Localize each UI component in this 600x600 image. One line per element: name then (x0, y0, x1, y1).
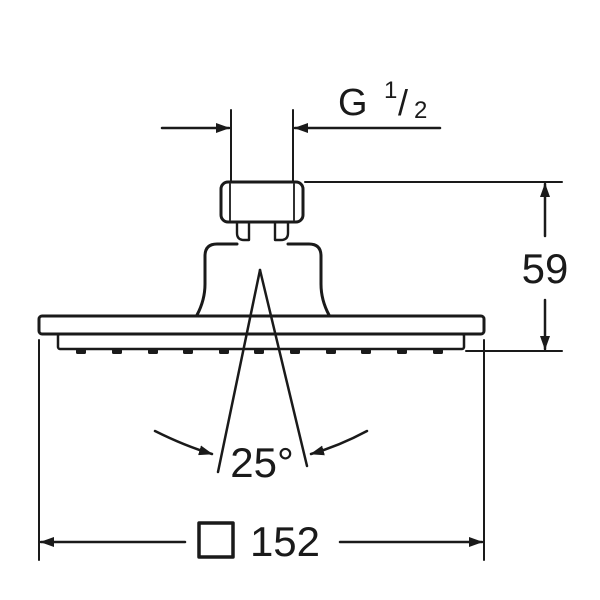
connector-nut (219, 180, 305, 224)
nozzle (219, 349, 229, 354)
spray-nozzles (76, 349, 443, 354)
nozzle (76, 349, 86, 354)
nozzle (397, 349, 407, 354)
connector-neck (235, 220, 290, 242)
thread-prefix: G (338, 82, 368, 124)
nozzle (148, 349, 158, 354)
spray-angle-lines (153, 268, 369, 474)
height-value: 59 (522, 245, 569, 292)
width-dimension: 152 (38, 339, 485, 565)
nozzle (290, 349, 300, 354)
thread-denominator: 2 (414, 97, 427, 124)
nozzle (433, 349, 443, 354)
square-symbol-icon (197, 521, 235, 559)
thread-slash: / (398, 82, 408, 123)
angle-arrow-left (153, 429, 214, 456)
height-dimension: 59 (304, 181, 569, 352)
thread-numerator: 1 (384, 77, 397, 104)
width-value: 152 (250, 518, 320, 565)
nozzle (183, 349, 193, 354)
nozzle (326, 349, 336, 354)
thread-dimension: G 1 / 2 (160, 77, 442, 183)
shower-body (195, 242, 331, 317)
nozzle (112, 349, 122, 354)
shower-plate (37, 314, 486, 351)
spray-angle-label: 25° (230, 439, 294, 486)
angle-arrow-right (309, 429, 369, 456)
nozzle (361, 349, 371, 354)
nozzle (254, 349, 264, 354)
